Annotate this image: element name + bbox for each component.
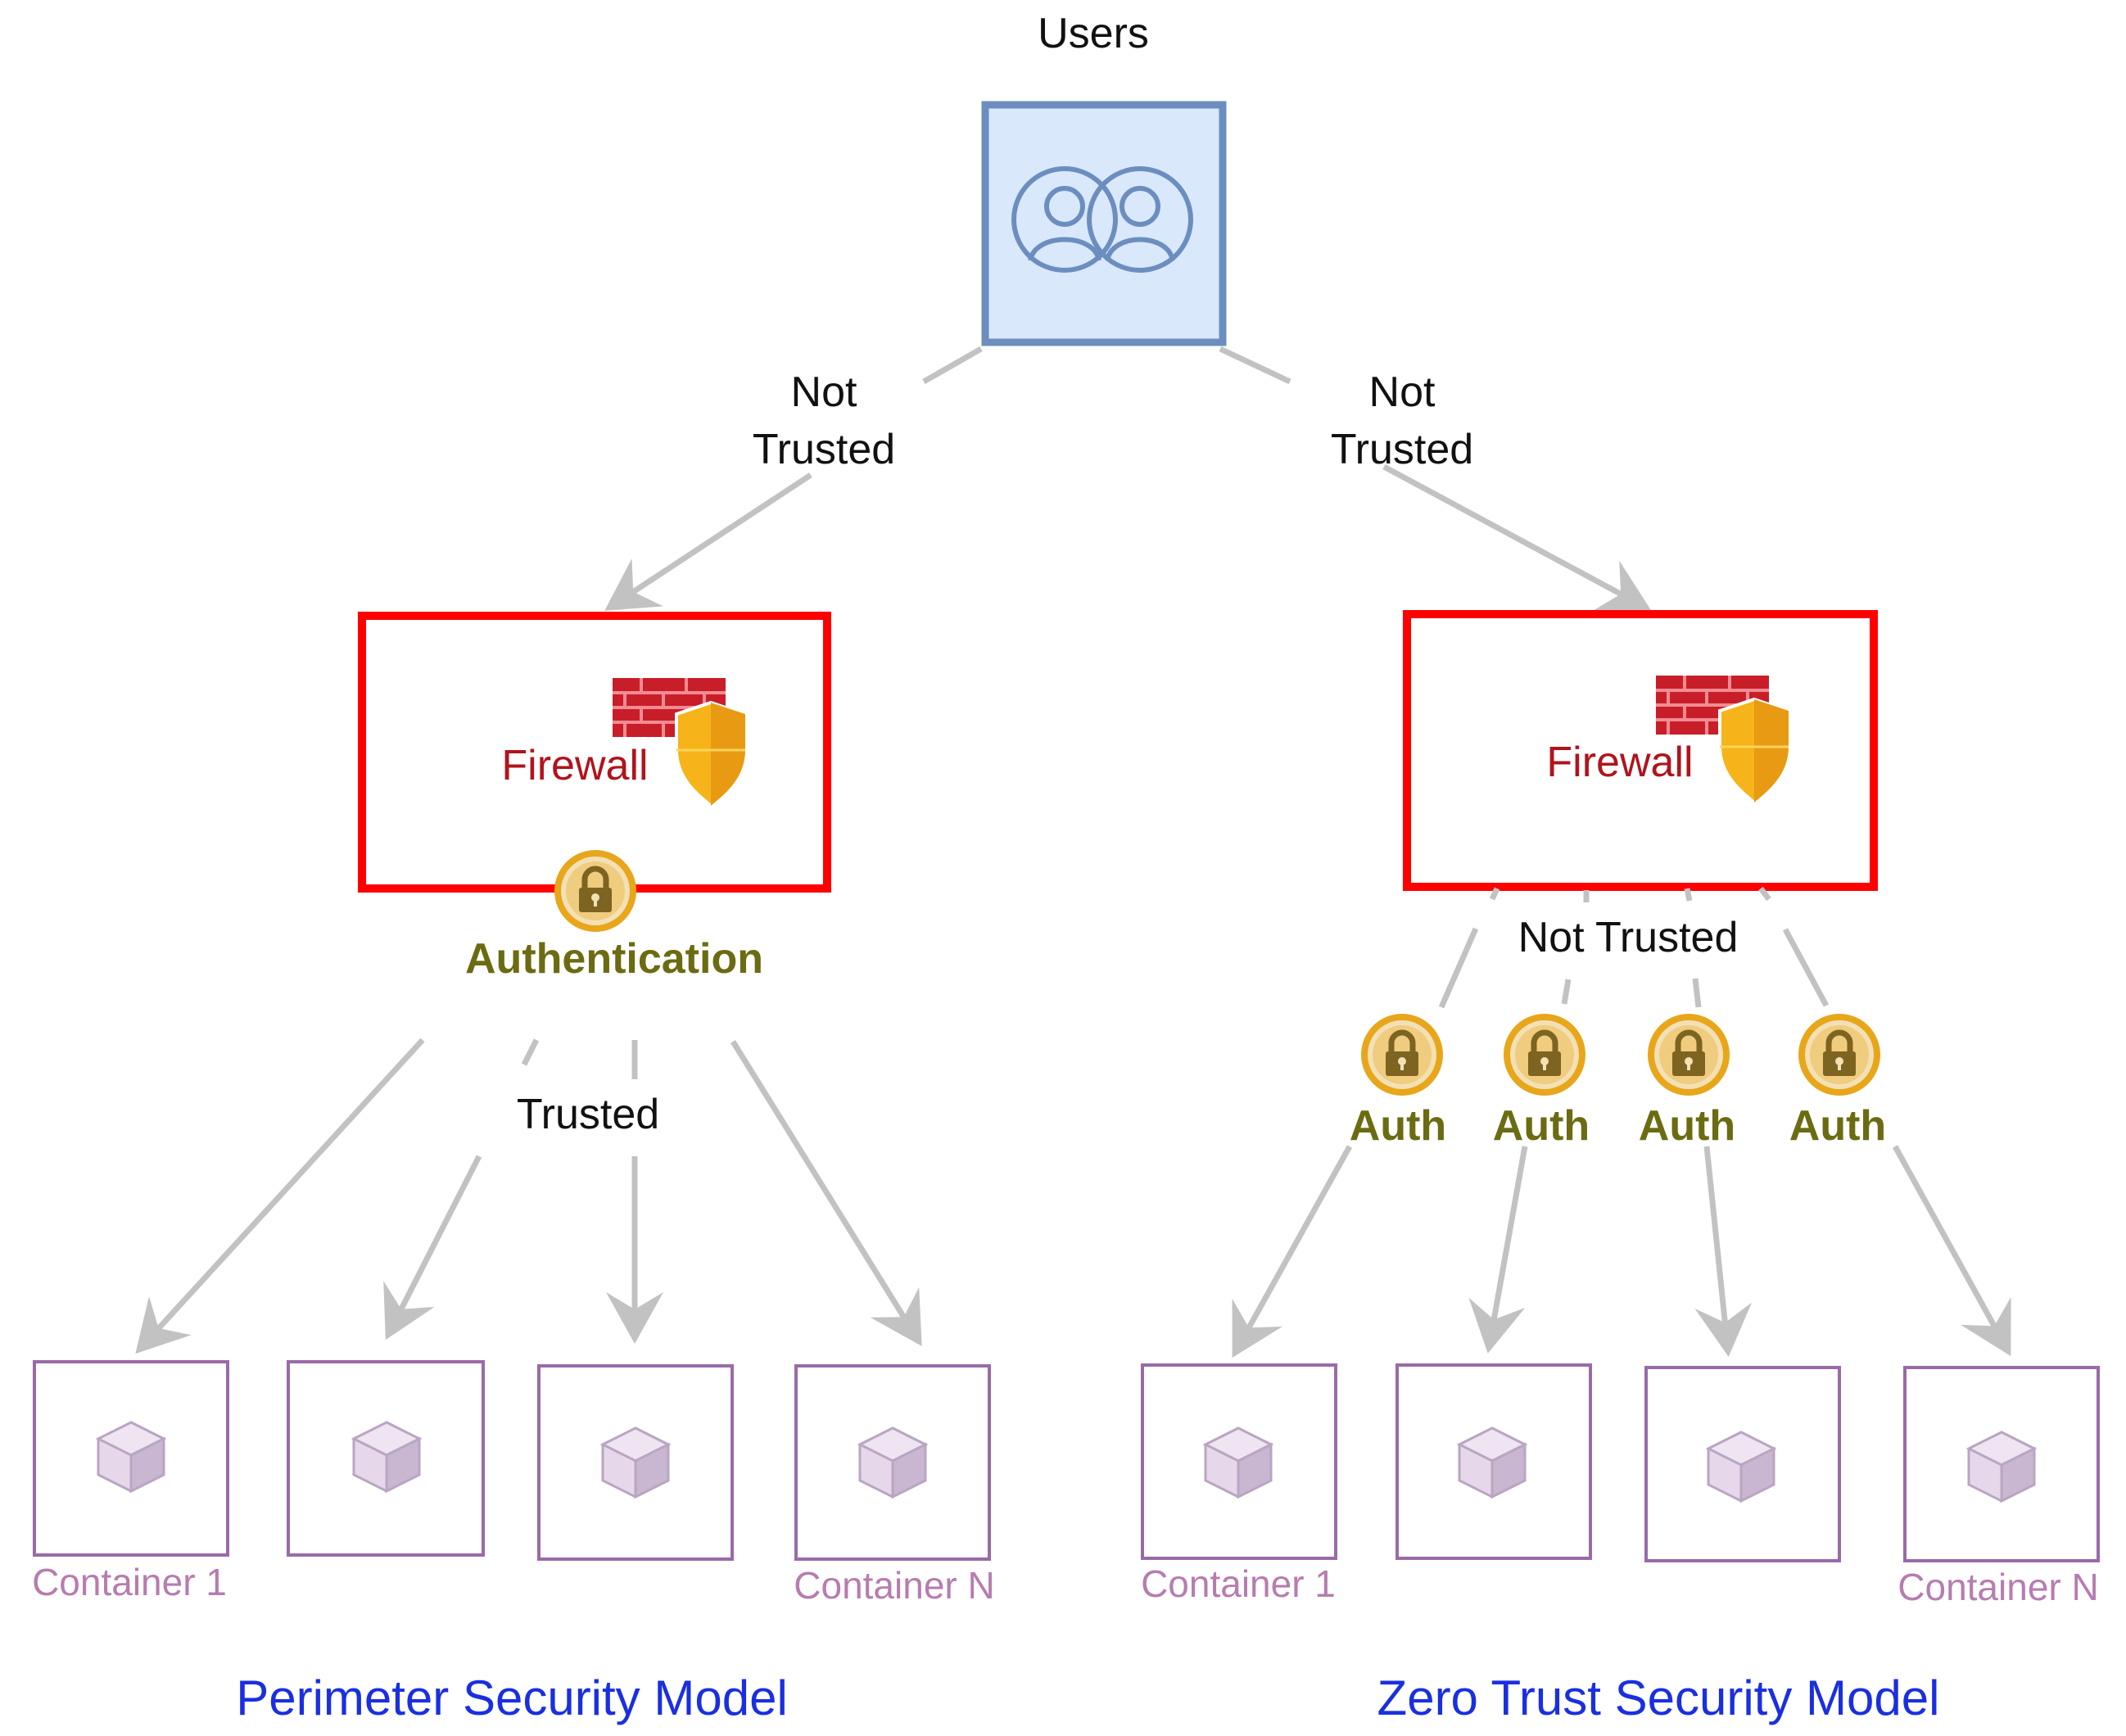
cube-icon <box>352 1421 421 1493</box>
edge-zt-c2 <box>1468 1146 1528 1354</box>
zero-trust-container-1[interactable]: Container 1 <box>1141 1363 1337 1605</box>
perimeter-container-2[interactable] <box>287 1360 485 1557</box>
edge-perimeter-c4 <box>731 1040 922 1346</box>
cube-icon <box>1458 1426 1527 1499</box>
zero-trust-auth-2[interactable]: Auth <box>1493 1014 1590 1150</box>
zero-trust-firewall-label: Firewall <box>1546 739 1693 786</box>
auth-label: Auth <box>1789 1102 1886 1150</box>
zero-trust-container-2[interactable] <box>1395 1363 1592 1560</box>
edge-users-right-lower <box>1382 463 1652 612</box>
lock-icon <box>1798 1014 1880 1096</box>
perimeter-firewall-node[interactable]: Firewall <box>358 612 831 893</box>
cube-icon <box>1204 1426 1273 1499</box>
edge-zt-c1 <box>1232 1145 1353 1359</box>
edge-perimeter-c2-lower <box>383 1155 482 1340</box>
edge-label-right-top-line1: Not <box>1369 368 1436 416</box>
edge-zt-a1 <box>1438 927 1479 1009</box>
auth-label: Auth <box>1493 1102 1590 1150</box>
perimeter-auth-label: Authentication <box>465 935 763 983</box>
zero-trust-auth-4[interactable]: Auth <box>1789 1014 1886 1150</box>
users-icon <box>1011 166 1193 273</box>
perimeter-container-1[interactable]: Container 1 <box>32 1360 229 1603</box>
users-title: Users <box>1038 10 1149 57</box>
lock-icon <box>554 850 636 932</box>
edge-zt-c3 <box>1694 1146 1753 1357</box>
lock-icon <box>1504 1014 1585 1096</box>
zero-trust-container-3[interactable] <box>1644 1366 1841 1562</box>
edge-label-right-top: Trusted <box>1331 426 1473 473</box>
edge-zt-a3-stub <box>1684 888 1693 902</box>
perimeter-firewall-label: Firewall <box>501 742 648 789</box>
perimeter-container-3[interactable] <box>537 1364 734 1561</box>
edge-users-left-upper <box>922 346 983 385</box>
edge-zt-a4-stub <box>1758 886 1771 902</box>
edge-label-left-top-line1: Not <box>791 368 857 416</box>
cube-icon <box>601 1426 670 1499</box>
container-label: Container N <box>794 1564 994 1607</box>
zero-trust-container-4[interactable]: Container N <box>1898 1366 2100 1608</box>
container-label: Container 1 <box>1141 1562 1336 1605</box>
cube-icon <box>97 1421 165 1493</box>
edge-perimeter-c1 <box>135 1038 425 1354</box>
edge-label-left-bottom: Trusted <box>517 1091 659 1138</box>
edge-perimeter-c2-upper <box>521 1038 540 1066</box>
edge-zt-c4 <box>1892 1145 2011 1357</box>
edge-users-right-upper <box>1219 346 1291 385</box>
edge-zt-a2 <box>1561 979 1572 1005</box>
container-label: Container 1 <box>32 1561 227 1603</box>
edge-zt-a4 <box>1782 928 1830 1007</box>
zero-trust-firewall-node[interactable]: Firewall <box>1403 610 1878 891</box>
zero-trust-model-title: Zero Trust Security Model <box>1377 1670 1940 1725</box>
lock-icon <box>1361 1014 1443 1096</box>
cube-icon <box>1707 1431 1775 1503</box>
auth-label: Auth <box>1639 1102 1735 1150</box>
perimeter-model-title: Perimeter Security Model <box>236 1670 788 1725</box>
edge-label-right-bottom: Not Trusted <box>1518 914 1739 961</box>
users-node[interactable] <box>981 101 1227 346</box>
auth-label: Auth <box>1350 1102 1446 1150</box>
cube-icon <box>1967 1431 2036 1503</box>
edge-zt-a1-stub <box>1489 887 1500 901</box>
edge-users-left-lower <box>604 472 812 611</box>
container-label: Container N <box>1898 1566 2098 1608</box>
zero-trust-auth-1[interactable]: Auth <box>1350 1014 1446 1150</box>
edge-label-left-top: Trusted <box>753 426 895 473</box>
edge-zt-a3 <box>1692 978 1702 1008</box>
lock-icon <box>1648 1014 1730 1096</box>
perimeter-container-4[interactable]: Container N <box>794 1364 995 1607</box>
cube-icon <box>858 1426 927 1499</box>
zero-trust-auth-3[interactable]: Auth <box>1639 1014 1735 1150</box>
